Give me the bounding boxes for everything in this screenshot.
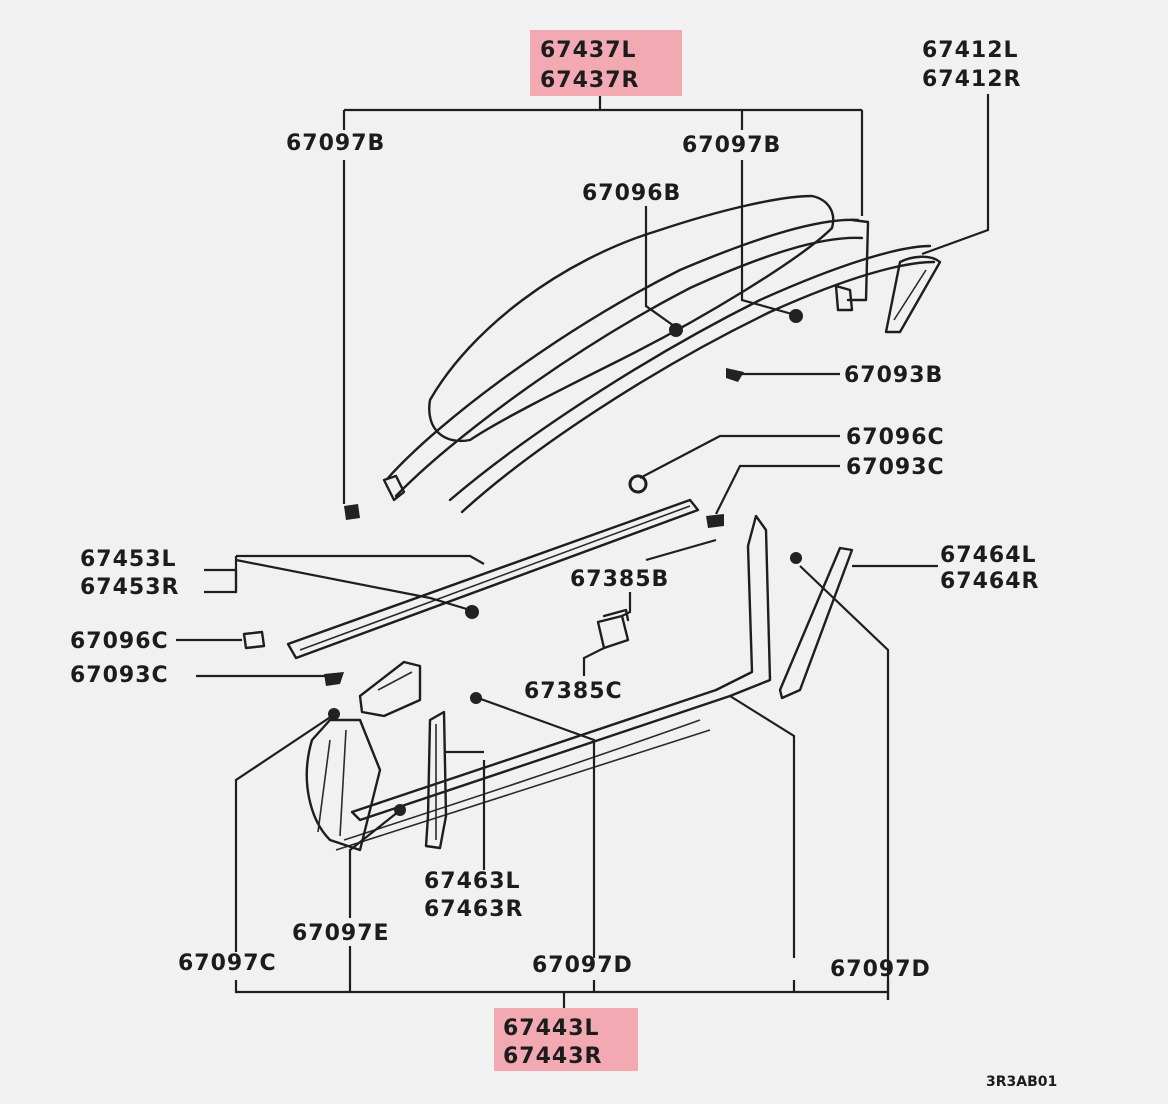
label-67097d-mid: 67097D — [532, 953, 633, 978]
leader-lines — [176, 94, 990, 1008]
label-67437r: 67437R — [540, 68, 639, 93]
label-67097c: 67097C — [178, 951, 277, 976]
label-67093b: 67093B — [844, 363, 943, 388]
door-glass — [428, 194, 835, 443]
highlight-bottom — [494, 1008, 638, 1071]
label-67464l: 67464L — [940, 543, 1037, 568]
label-67443r: 67443R — [503, 1044, 602, 1069]
label-67453r: 67453R — [80, 575, 179, 600]
label-67412l: 67412L — [922, 38, 1019, 63]
door-panel-front — [305, 718, 382, 852]
label-67443l: 67443L — [503, 1016, 600, 1041]
belt-molding — [286, 498, 700, 660]
pillar-strip-63 — [424, 710, 448, 850]
hinge-bracket — [358, 660, 422, 718]
label-67385b: 67385B — [570, 567, 669, 592]
label-67097b-mid: 67097B — [682, 133, 781, 158]
label-67437l: 67437L — [540, 38, 637, 63]
label-67453l: 67453L — [80, 547, 177, 572]
label-67093c-left: 67093C — [70, 663, 169, 688]
highlight-top — [530, 30, 682, 96]
label-67463l: 67463L — [424, 869, 521, 894]
label-67093c-right: 67093C — [846, 455, 945, 480]
label-67096c-left: 67096C — [70, 629, 169, 654]
label-67097e: 67097E — [292, 921, 390, 946]
fasteners — [242, 309, 803, 816]
label-67096b: 67096B — [582, 181, 681, 206]
label-67385c: 67385C — [524, 679, 623, 704]
label-67097d-right: 67097D — [830, 957, 931, 982]
diagram-code: 3R3AB01 — [986, 1074, 1057, 1090]
label-67412r: 67412R — [922, 67, 1021, 92]
upper-sash-channel — [382, 218, 870, 502]
label-67463r: 67463R — [424, 897, 523, 922]
rear-weatherstrip-64 — [778, 546, 854, 700]
door-lower-weatherstrip — [335, 514, 772, 851]
spacer-block — [596, 608, 630, 650]
label-67097b-left: 67097B — [286, 131, 385, 156]
label-67464r: 67464R — [940, 569, 1039, 594]
outer-weatherstrip — [448, 244, 942, 514]
label-67096c-right: 67096C — [846, 425, 945, 450]
